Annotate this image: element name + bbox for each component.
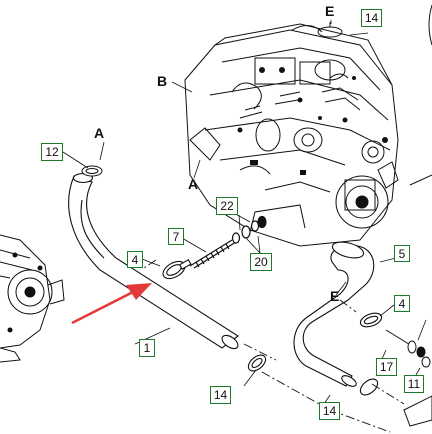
view-letter-a: A <box>94 125 105 141</box>
callout-7: 7 <box>168 228 184 245</box>
callout-1: 1 <box>139 339 155 357</box>
view-letter-a: A <box>188 176 199 192</box>
callout-14: 14 <box>361 9 382 27</box>
clamp-icon <box>162 259 383 396</box>
callout-4: 4 <box>394 295 410 312</box>
clamp-icon <box>81 165 103 177</box>
view-letter-e: E <box>325 3 335 19</box>
callout-5: 5 <box>394 245 410 262</box>
callout-14: 14 <box>210 386 231 404</box>
compressor-icon <box>0 234 65 363</box>
engine-icon <box>184 22 399 247</box>
callout-22: 22 <box>216 197 238 215</box>
callout-11: 11 <box>404 375 424 393</box>
callout-12: 12 <box>41 143 63 161</box>
callout-17: 17 <box>376 358 397 376</box>
callout-4: 4 <box>127 251 143 268</box>
callout-14: 14 <box>319 402 340 420</box>
view-letter-e: E <box>330 288 340 304</box>
hose-icon <box>293 241 375 387</box>
pointer-arrow-icon <box>71 283 152 325</box>
callout-20: 20 <box>250 253 272 271</box>
hose-icon <box>68 172 239 350</box>
view-letter-b: B <box>157 73 168 89</box>
